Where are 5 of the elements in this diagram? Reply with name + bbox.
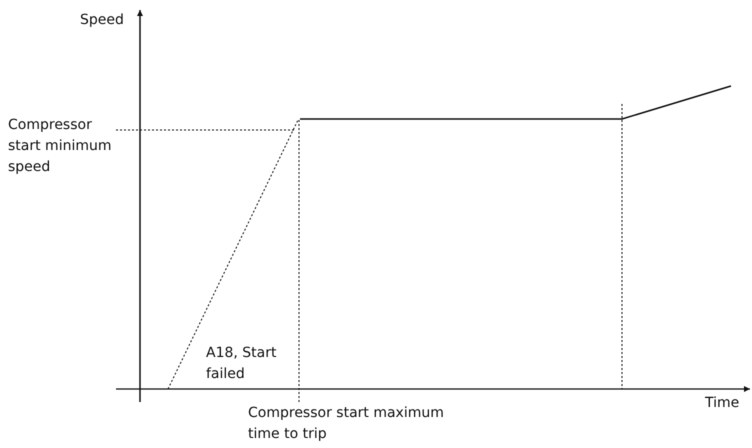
annotation-text: A18, Start failed — [206, 344, 278, 384]
level-label: Compressor start minimum speed — [8, 116, 112, 177]
axis-label: Time — [705, 394, 740, 413]
time-label: Compressor start maximum time to trip — [248, 404, 445, 444]
axis-label: Speed — [80, 11, 125, 30]
